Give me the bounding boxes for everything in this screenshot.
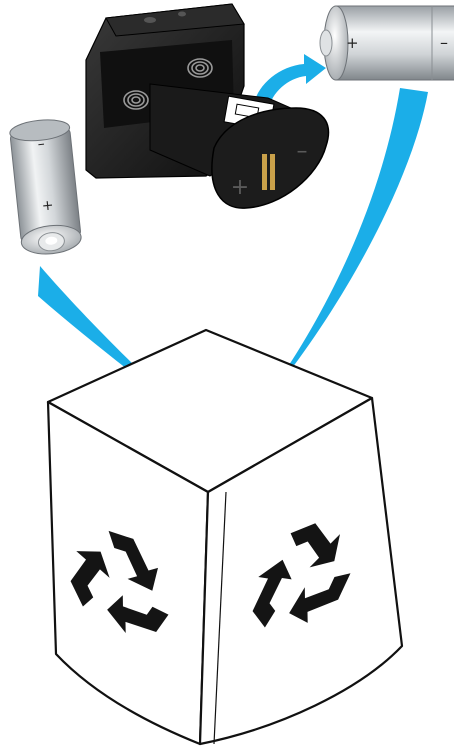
battery-right: + – xyxy=(320,6,454,80)
right-battery-plus-label: + xyxy=(346,34,359,52)
door-minus-label: – xyxy=(297,139,308,164)
battery-left: – + xyxy=(9,117,83,257)
left-battery-plus-label: + xyxy=(41,197,54,214)
door-plus-label: + xyxy=(231,175,249,200)
right-battery-minus-label: – xyxy=(440,33,448,52)
recycling-bin-icon xyxy=(48,330,402,744)
battery-compartment: + – xyxy=(86,4,328,208)
